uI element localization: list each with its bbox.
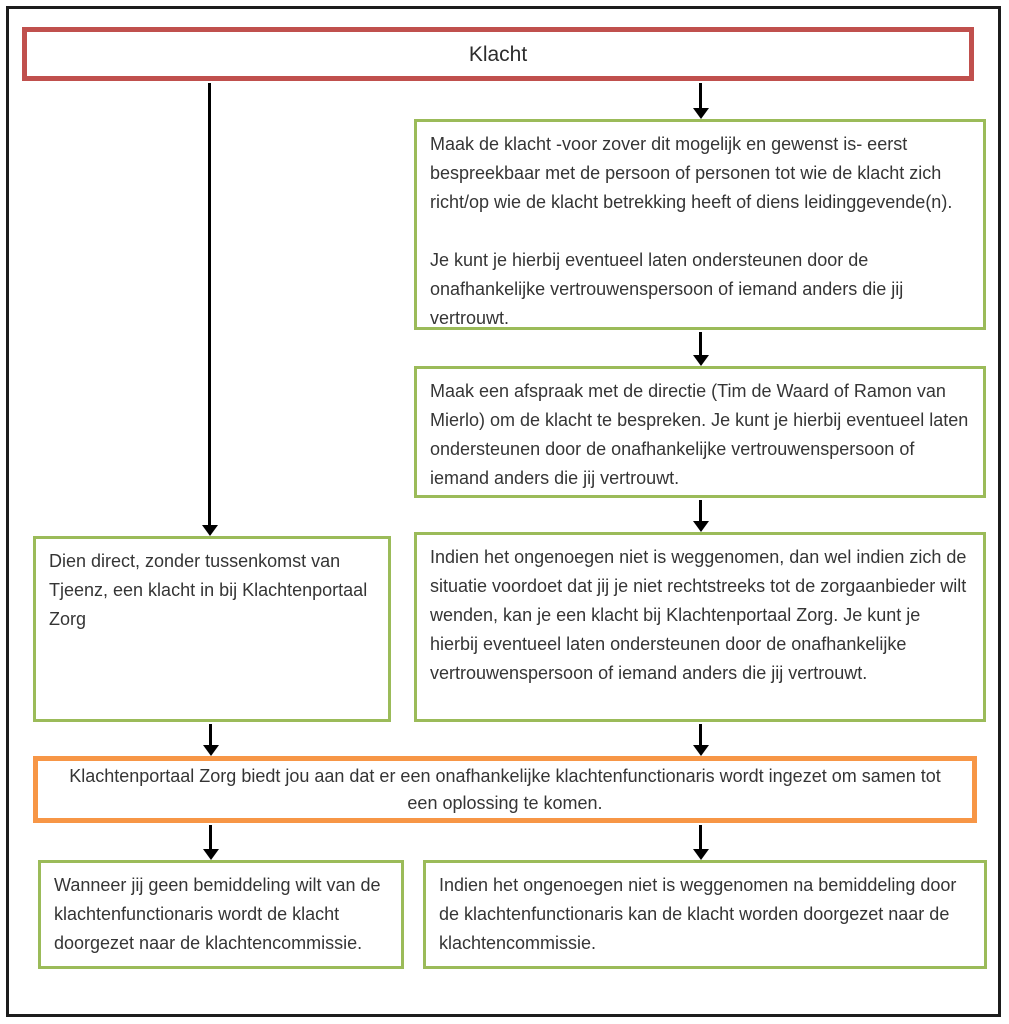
- node-mediation-text: Klachtenportaal Zorg biedt jou aan dat e…: [69, 765, 941, 813]
- node-outcome-left: Wanneer jij geen bemiddeling wilt van de…: [38, 860, 404, 969]
- arrow-klacht-to-step1: [699, 83, 702, 108]
- node-step2: Maak een afspraak met de directie (Tim d…: [414, 366, 986, 498]
- node-outcome-right-text: Indien het ongenoegen niet is weggenomen…: [439, 875, 957, 953]
- outer-frame: [6, 6, 1001, 1017]
- node-step3-text: Indien het ongenoegen niet is weggenomen…: [430, 547, 967, 683]
- node-mediation: Klachtenportaal Zorg biedt jou aan dat e…: [33, 756, 977, 823]
- node-step3: Indien het ongenoegen niet is weggenomen…: [414, 532, 986, 722]
- arrow-mediation-to-outcome-right: [699, 825, 702, 849]
- arrow-step1-to-step2: [699, 332, 702, 355]
- arrow-klacht-to-direct: [208, 83, 211, 525]
- arrow-direct-to-mediation: [209, 724, 212, 745]
- node-direct-complaint: Dien direct, zonder tussenkomst van Tjee…: [33, 536, 391, 722]
- node-outcome-right: Indien het ongenoegen niet is weggenomen…: [423, 860, 987, 969]
- arrow-step2-to-step3: [699, 500, 702, 521]
- node-klacht-label: Klacht: [468, 42, 528, 66]
- node-direct-complaint-text: Dien direct, zonder tussenkomst van Tjee…: [49, 551, 368, 629]
- arrow-mediation-to-outcome-left: [209, 825, 212, 849]
- node-step1-paragraph-2: Je kunt je hierbij eventueel laten onder…: [430, 250, 904, 328]
- node-step1: Maak de klacht -voor zover dit mogelijk …: [414, 119, 986, 330]
- node-outcome-left-text: Wanneer jij geen bemiddeling wilt van de…: [54, 875, 381, 953]
- node-step1-paragraph-1: Maak de klacht -voor zover dit mogelijk …: [430, 134, 953, 212]
- node-klacht: Klacht: [22, 27, 974, 81]
- node-step2-text: Maak een afspraak met de directie (Tim d…: [430, 381, 969, 488]
- arrow-step3-to-mediation: [699, 724, 702, 745]
